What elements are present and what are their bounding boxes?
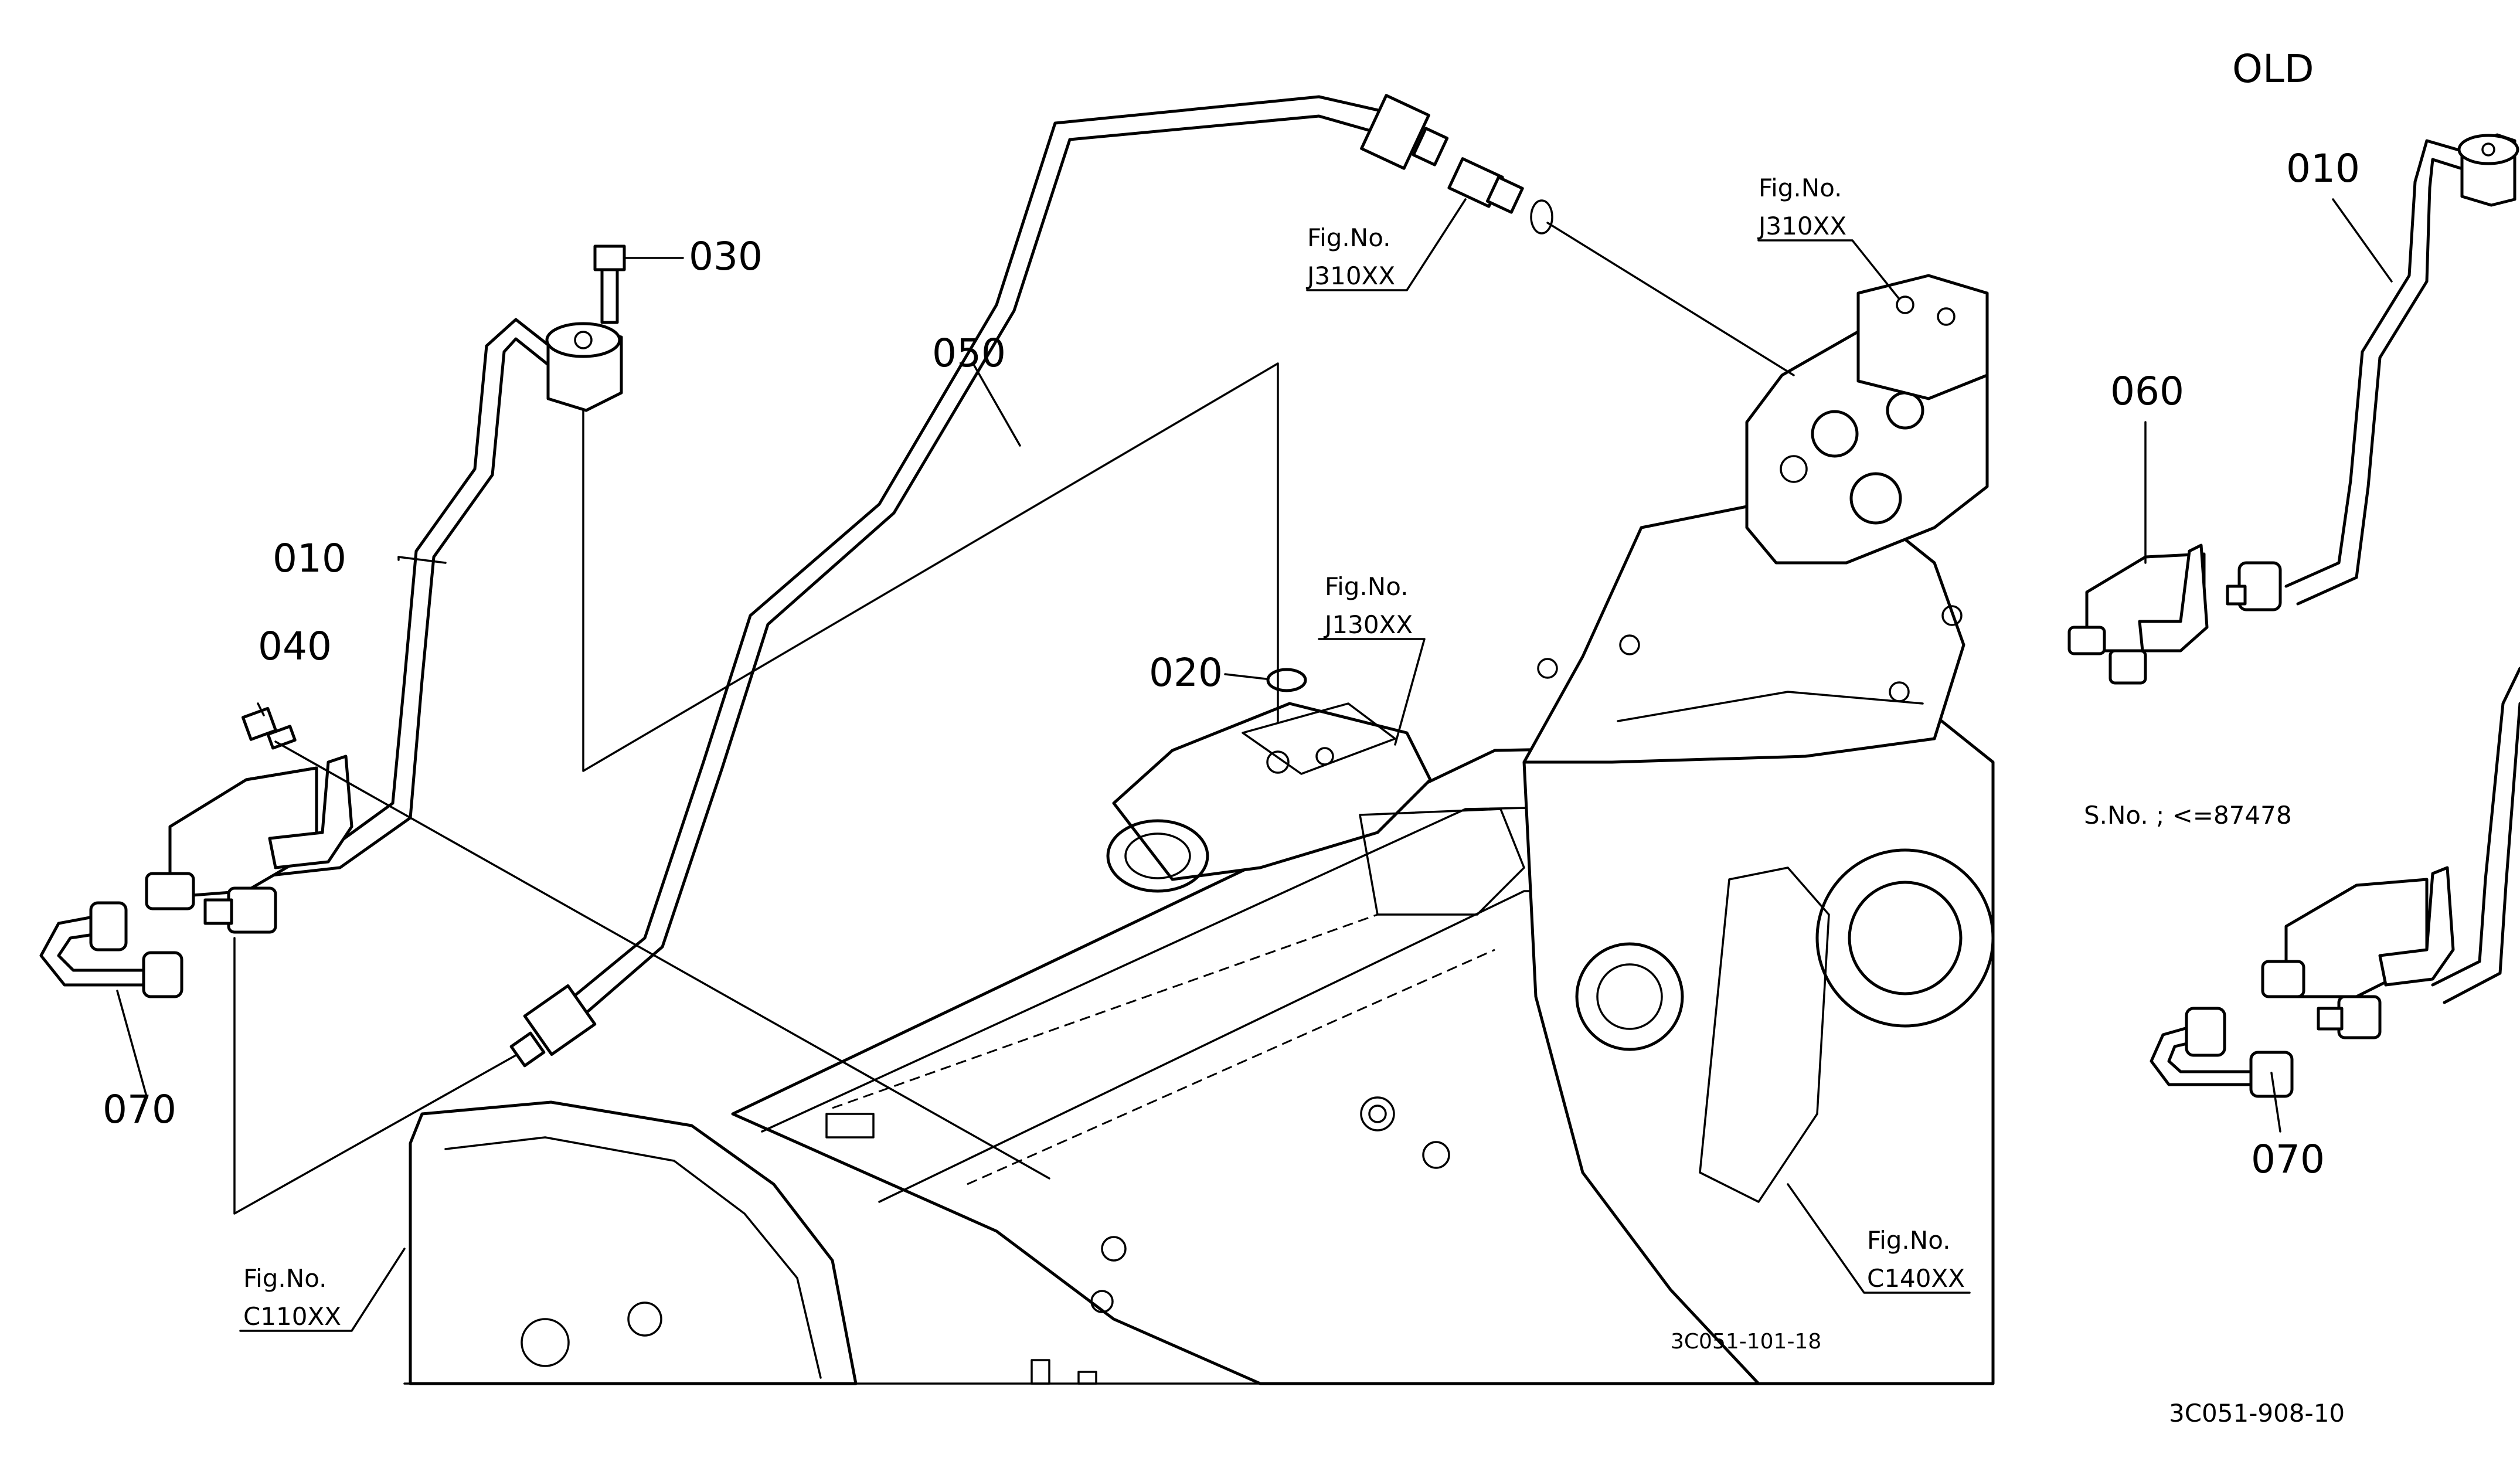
bolt-030 (593, 244, 684, 324)
solenoid-assembly-left (39, 706, 353, 998)
fig-label-j310-left: Fig.No. (1307, 223, 1391, 252)
callout-old-060: 060 (2110, 369, 2184, 414)
union-fitting (1447, 157, 1553, 235)
callout-leaders (116, 198, 2393, 1332)
drawing-id-page: 3C051-908-10 (2169, 1399, 2345, 1428)
fig-ref-c140[interactable]: C140XX (1867, 1264, 1965, 1293)
callout-030: 030 (689, 234, 763, 279)
old-variant-label: OLD (2232, 46, 2314, 91)
assembly-lines (233, 362, 1279, 1215)
old-variant-assembly (2067, 133, 2520, 1098)
callout-040: 040 (258, 624, 332, 669)
callout-old-070: 070 (2251, 1137, 2325, 1182)
callout-010: 010 (273, 536, 346, 581)
fig-ref-j310-left[interactable]: J310XX (1305, 261, 1395, 290)
transmission-housing (409, 274, 1995, 1385)
serial-number-note: S.No. ; <=87478 (2084, 801, 2292, 830)
fig-label-j310-right: Fig.No. (1759, 174, 1842, 202)
pipe-050 (509, 94, 1449, 1068)
callout-old-010: 010 (2286, 146, 2360, 191)
fig-label-c110: Fig.No. (243, 1264, 327, 1293)
fig-ref-j310-right[interactable]: J310XX (1757, 212, 1846, 240)
callout-050: 050 (932, 331, 1006, 376)
pipe-010 (209, 318, 623, 881)
callout-020: 020 (1149, 650, 1223, 695)
drawing-id-main: 3C051-101-18 (1671, 1330, 1821, 1354)
o-ring-020-icon (1266, 668, 1307, 692)
callout-070: 070 (103, 1087, 176, 1132)
fig-ref-j130[interactable]: J130XX (1323, 610, 1413, 639)
o-ring-icon (1530, 199, 1553, 235)
fig-ref-c110[interactable]: C110XX (243, 1302, 341, 1331)
fig-label-j130: Fig.No. (1325, 572, 1409, 601)
fig-label-c140: Fig.No. (1867, 1226, 1951, 1255)
